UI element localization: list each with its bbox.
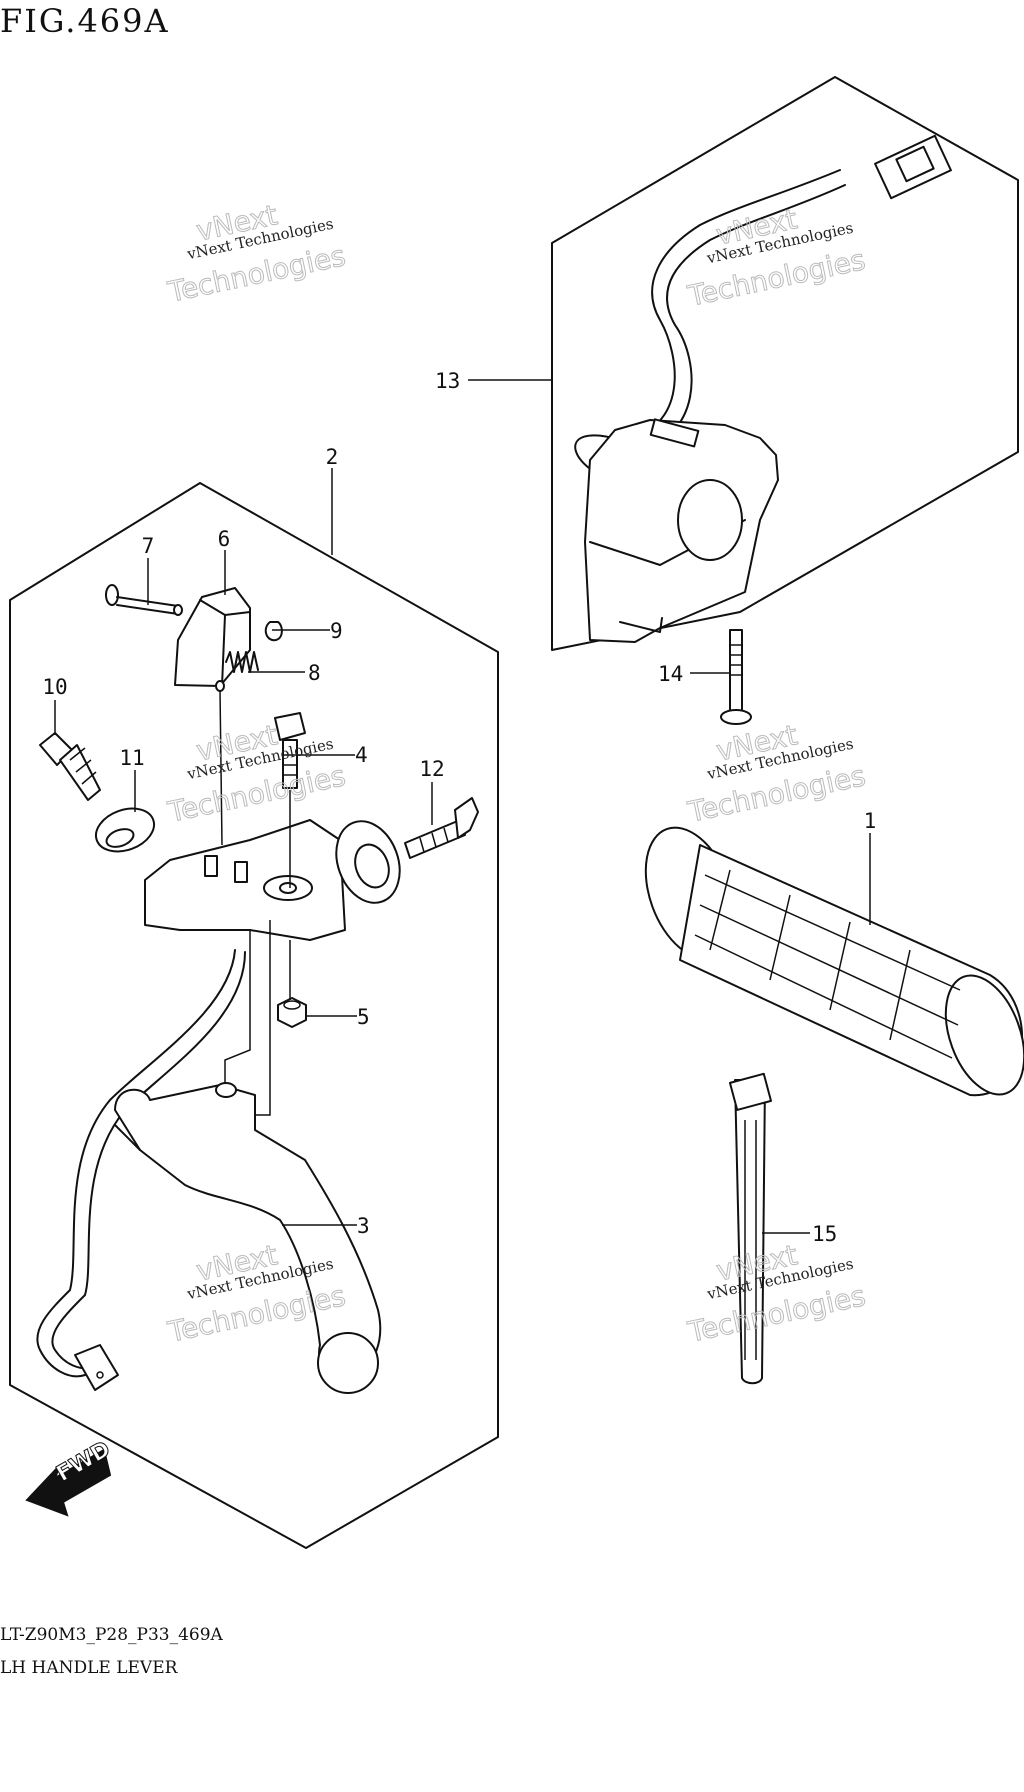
pin-part bbox=[105, 584, 183, 616]
watermark-bottom-right: vNext Technologies Technologies vNext bbox=[684, 1238, 869, 1350]
callout-12: 12 bbox=[419, 757, 444, 781]
callout-13: 13 bbox=[435, 369, 460, 393]
callout-5: 5 bbox=[357, 1005, 370, 1029]
callout-15: 15 bbox=[812, 1222, 837, 1246]
callout-3: 3 bbox=[357, 1214, 370, 1238]
clip-part bbox=[264, 621, 283, 642]
callout-7: 7 bbox=[142, 534, 155, 558]
bolt-part bbox=[404, 797, 479, 859]
adjuster-bolt-part bbox=[39, 732, 101, 801]
figure-name: LH HANDLE LEVER bbox=[0, 1658, 179, 1678]
callout-4: 4 bbox=[355, 743, 368, 767]
callouts: 2 7 6 9 8 10 11 12 4 5 3 13 14 1 15 bbox=[42, 369, 876, 1246]
fwd-arrow-icon: FWD bbox=[25, 1436, 115, 1517]
watermark-top-right: vNext Technologies Technologies vNext bbox=[684, 202, 869, 314]
clutch-lever-part bbox=[114, 1082, 382, 1394]
callout-10: 10 bbox=[42, 675, 67, 699]
grip-part bbox=[644, 826, 1024, 1097]
figure-code: LT-Z90M3_P28_P33_469A bbox=[0, 1625, 224, 1645]
watermark-top-left: vNext Technologies Technologies vNext bbox=[164, 198, 349, 310]
screw-part bbox=[720, 629, 752, 725]
assembly-2-outline bbox=[9, 482, 499, 1549]
spring-part bbox=[225, 651, 259, 673]
callout-2: 2 bbox=[326, 445, 339, 469]
lever-bracket-part bbox=[144, 819, 401, 941]
pivot-bolt-part bbox=[274, 712, 306, 789]
assembly-13-outline bbox=[551, 76, 1019, 651]
callout-8: 8 bbox=[308, 661, 321, 685]
callout-1: 1 bbox=[864, 809, 877, 833]
nut-part bbox=[277, 997, 307, 1028]
callout-14: 14 bbox=[658, 662, 683, 686]
watermark-mid-left: vNext Technologies Technologies vNext bbox=[164, 718, 349, 830]
lock-nut-part bbox=[94, 807, 156, 853]
figure-title: FIG.469A bbox=[0, 2, 170, 40]
callout-11: 11 bbox=[119, 746, 144, 770]
callout-6: 6 bbox=[218, 527, 231, 551]
handlebar-switch-part bbox=[574, 134, 952, 643]
leader-lines bbox=[54, 379, 871, 1234]
switch-part bbox=[174, 587, 251, 692]
watermark-mid-right: vNext Technologies Technologies vNext bbox=[684, 718, 869, 830]
callout-9: 9 bbox=[330, 619, 343, 643]
switch-cable-part bbox=[36, 949, 246, 1391]
cable-tie-part bbox=[728, 1072, 773, 1385]
